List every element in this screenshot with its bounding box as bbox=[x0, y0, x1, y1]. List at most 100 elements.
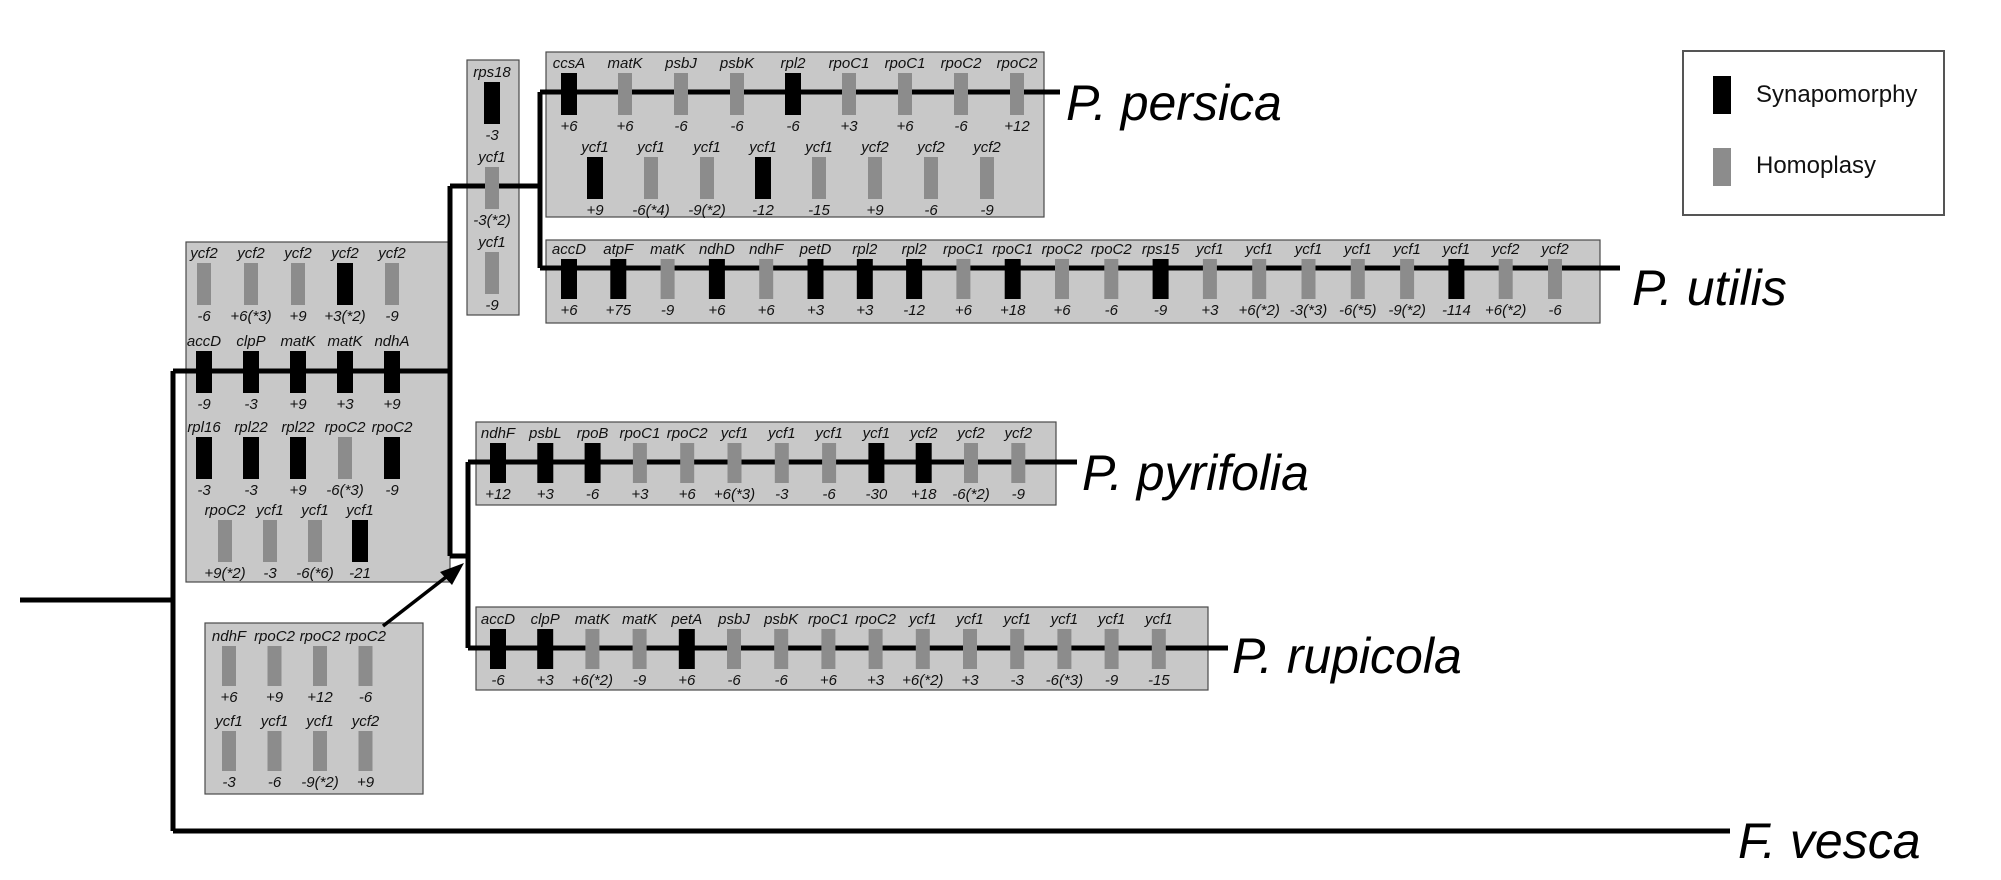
synapomorphy-bar bbox=[708, 259, 725, 299]
gene-name: psbK bbox=[763, 611, 799, 628]
gene-markers: ycf2-6ycf2+6(*3)ycf2+9ycf2+3(*2)ycf2-9ac… bbox=[187, 55, 1570, 791]
gene-name: accD bbox=[187, 333, 221, 350]
gene-marker: ycf1-6(*4) bbox=[632, 139, 670, 219]
gene-marker: ycf2+3(*2) bbox=[324, 245, 365, 325]
indel-change: +3 bbox=[1201, 302, 1219, 319]
arrow-head-icon bbox=[440, 563, 464, 585]
indel-change: +9 bbox=[266, 689, 284, 706]
homoplasy-bar bbox=[774, 629, 789, 669]
homoplasy-bar bbox=[812, 157, 826, 199]
gene-marker: rps18-3 bbox=[473, 64, 511, 144]
gene-marker: rpl22-3 bbox=[234, 419, 268, 499]
indel-change: +18 bbox=[1000, 302, 1026, 319]
indel-change: +6(*2) bbox=[572, 672, 613, 689]
indel-change: +3 bbox=[807, 302, 825, 319]
gene-name: rpoB bbox=[577, 425, 609, 442]
legend-synapomorphy-swatch bbox=[1713, 76, 1731, 114]
indel-change: +75 bbox=[606, 302, 632, 319]
taxon-pyrifolia: P. pyrifolia bbox=[1082, 445, 1309, 501]
synapomorphy-bar bbox=[1004, 259, 1021, 299]
pointer-arrow bbox=[381, 563, 464, 628]
gene-marker: atpF +75 bbox=[603, 241, 634, 319]
indel-change: -30 bbox=[866, 486, 888, 503]
homoplasy-bar bbox=[1011, 443, 1026, 483]
homoplasy-bar bbox=[1010, 629, 1025, 669]
gene-name: ycf1 bbox=[305, 713, 334, 730]
indel-change: -6(*3) bbox=[1046, 672, 1084, 689]
gene-name: rpl2 bbox=[780, 55, 806, 72]
gene-name: ycf1 bbox=[692, 139, 721, 156]
gene-marker: clpP-3 bbox=[236, 333, 265, 413]
indel-change: -12 bbox=[752, 202, 774, 219]
synapomorphy-bar bbox=[1448, 259, 1465, 299]
indel-change: -6(*5) bbox=[1339, 302, 1377, 319]
homoplasy-bar bbox=[700, 157, 714, 199]
arrow-line bbox=[381, 572, 452, 628]
indel-change: -9 bbox=[633, 672, 647, 689]
gene-name: rpoC2 bbox=[855, 611, 897, 628]
synapomorphy-bar bbox=[678, 629, 695, 669]
gene-name: matK bbox=[607, 55, 643, 72]
gene-name: rpoC1 bbox=[943, 241, 984, 258]
indel-change: -6 bbox=[197, 308, 211, 325]
gene-name: ndhF bbox=[749, 241, 784, 258]
homoplasy-bar bbox=[1301, 259, 1316, 299]
synapomorphy-bar bbox=[587, 157, 603, 199]
indel-change: +12 bbox=[485, 486, 511, 503]
gene-marker: rpoC2+6 bbox=[1042, 241, 1084, 319]
gene-name: ycf2 bbox=[189, 245, 218, 262]
indel-change: +3 bbox=[537, 672, 555, 689]
gene-marker: ycf2-6 bbox=[1540, 241, 1569, 319]
gene-name: ccsA bbox=[553, 55, 586, 72]
homoplasy-bar bbox=[868, 629, 883, 669]
gene-name: rpoC2 bbox=[667, 425, 709, 442]
gene-marker: rpoC1+6 bbox=[943, 241, 984, 319]
gene-name: psbJ bbox=[717, 611, 750, 628]
gene-name: rpoC2 bbox=[1042, 241, 1084, 258]
gene-marker: rpl2 -6 bbox=[780, 55, 806, 135]
indel-change: -6(*3) bbox=[326, 482, 364, 499]
synapomorphy-bar bbox=[352, 520, 368, 562]
gene-name: psbJ bbox=[664, 55, 697, 72]
gene-marker: rpoC2+9(*2) bbox=[204, 502, 246, 582]
gene-name: ycf1 bbox=[1294, 241, 1323, 258]
gene-name: atpF bbox=[603, 241, 634, 258]
gene-marker: ycf1-9 bbox=[477, 234, 506, 314]
homoplasy-bar bbox=[1350, 259, 1365, 299]
gene-name: ycf1 bbox=[804, 139, 833, 156]
indel-change: -6 bbox=[954, 118, 968, 135]
synapomorphy-bar bbox=[906, 259, 923, 299]
indel-change: +18 bbox=[911, 486, 937, 503]
gene-name: rpoC1 bbox=[619, 425, 660, 442]
legend-homoplasy-swatch bbox=[1713, 148, 1731, 186]
indel-change: +6 bbox=[896, 118, 914, 135]
gene-marker: ccsA+6 bbox=[553, 55, 586, 135]
indel-change: -3 bbox=[775, 486, 789, 503]
gene-marker: rpoC2+6 bbox=[667, 425, 709, 503]
homoplasy-bar bbox=[222, 646, 236, 686]
synapomorphy-bar bbox=[1152, 259, 1169, 299]
gene-name: matK bbox=[622, 611, 658, 628]
indel-change: +12 bbox=[307, 689, 333, 706]
indel-change: +9 bbox=[357, 774, 375, 791]
gene-name: rpl2 bbox=[852, 241, 878, 258]
gene-name: ycf1 bbox=[720, 425, 749, 442]
synapomorphy-bar bbox=[856, 259, 873, 299]
gene-name: matK bbox=[650, 241, 686, 258]
gene-marker: rpoC1+3 bbox=[829, 55, 870, 135]
homoplasy-bar bbox=[727, 629, 741, 669]
gene-marker: ycf1-3 bbox=[255, 502, 284, 582]
gene-marker: ycf1+3 bbox=[955, 611, 984, 689]
gene-name: rps15 bbox=[1142, 241, 1180, 258]
gene-marker: ycf2-9 bbox=[1004, 425, 1033, 503]
indel-change: -6 bbox=[674, 118, 688, 135]
homoplasy-bar bbox=[267, 646, 282, 686]
indel-change: -6 bbox=[786, 118, 800, 135]
gene-marker: ycf1-3 bbox=[214, 713, 243, 791]
homoplasy-bar bbox=[291, 263, 305, 305]
gene-name: ycf1 bbox=[955, 611, 984, 628]
indel-change: -21 bbox=[349, 565, 371, 582]
indel-change: +6 bbox=[616, 118, 634, 135]
homoplasy-bar bbox=[585, 629, 600, 669]
